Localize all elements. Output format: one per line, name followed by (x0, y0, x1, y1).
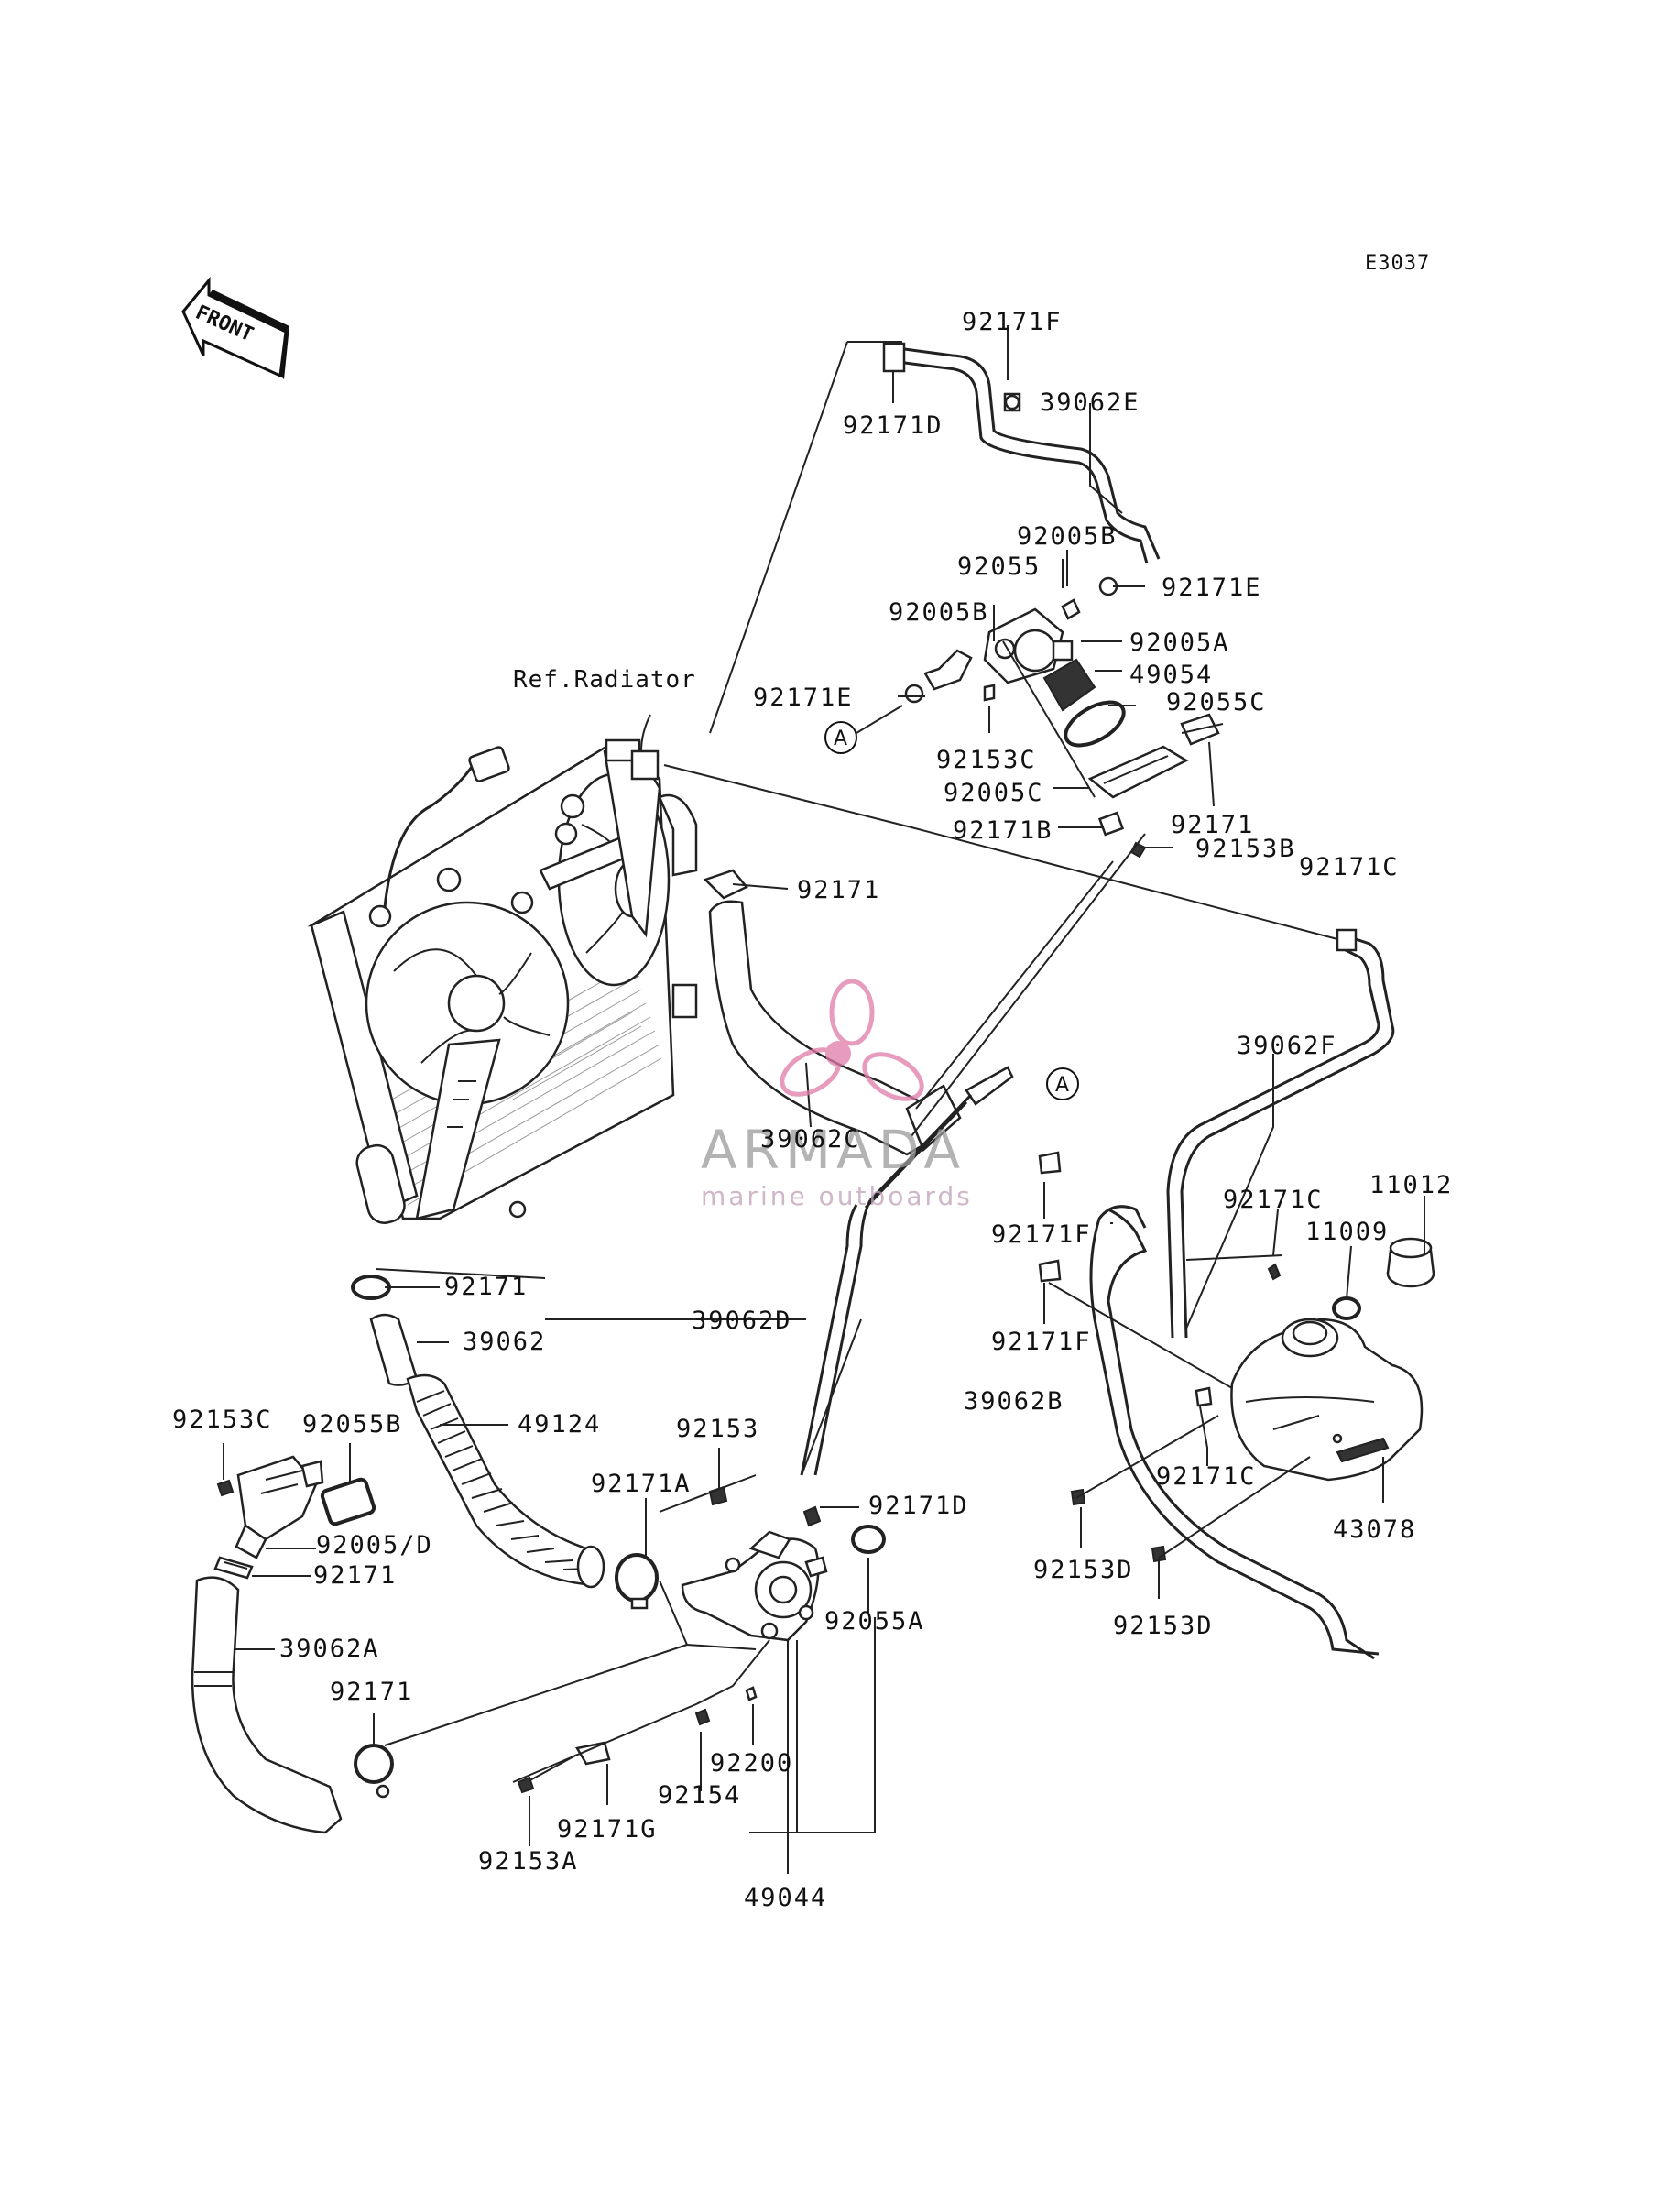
label-11009: 11009 (1305, 1218, 1389, 1246)
label-92171c-b: 92171C (1156, 1462, 1257, 1491)
label-92171d-m: 92171D (868, 1492, 969, 1520)
label-92055a: 92055A (824, 1607, 925, 1636)
hose-39062f (1180, 933, 1395, 1339)
reservoir-tank (1230, 1318, 1424, 1482)
label-92171-l2: 92171 (313, 1561, 397, 1590)
svg-text:A: A (1055, 1074, 1069, 1097)
label-92153c-l: 92153C (172, 1406, 273, 1434)
label-92005a: 92005A (1129, 629, 1230, 657)
label-92005b-a: 92005B (1017, 522, 1118, 551)
label-39062b: 39062B (964, 1387, 1064, 1416)
label-92005c: 92005C (944, 779, 1044, 807)
label-92153d-r: 92153D (1113, 1612, 1214, 1640)
label-92171-mid: 92171 (797, 876, 880, 904)
label-92171c-m: 92171C (1223, 1186, 1324, 1214)
label-43078: 43078 (1333, 1515, 1416, 1544)
armada-logo-icon (780, 979, 924, 1101)
gasket-92055b (320, 1477, 376, 1526)
gasket-11009 (1332, 1296, 1361, 1320)
hose-39062a (191, 1576, 343, 1834)
label-92171f-m2: 92171F (991, 1328, 1092, 1356)
label-92171d-top: 92171D (843, 411, 944, 440)
diagram-code: E3037 (1365, 252, 1430, 275)
watermark: ARMADA marine outboards (701, 979, 973, 1211)
label-92005d: 92005/D (316, 1531, 433, 1559)
connector-a-top: A (824, 721, 857, 754)
label-11012: 11012 (1369, 1171, 1453, 1199)
label-39062a: 39062A (279, 1635, 380, 1663)
svg-text:A: A (834, 728, 847, 750)
label-92153a: 92153A (478, 1847, 579, 1876)
label-92171-tr: 92171 (1171, 811, 1254, 839)
label-39062e: 39062E (1040, 388, 1140, 417)
label-92005b-b: 92005B (889, 598, 989, 627)
cap-11012 (1386, 1237, 1435, 1288)
thermostat-housing (904, 576, 1220, 859)
label-92055c: 92055C (1166, 688, 1267, 717)
watermark-tagline: marine outboards (701, 1181, 973, 1211)
label-49124: 49124 (518, 1410, 601, 1439)
leader-lines (223, 325, 1425, 1874)
hose-39062b (1089, 1205, 1380, 1660)
hose-39062 (369, 1313, 419, 1386)
label-39062f: 39062F (1237, 1032, 1337, 1060)
label-92154: 92154 (658, 1781, 741, 1810)
label-92171-l: 92171 (444, 1273, 528, 1301)
o-ring-92055a (851, 1525, 886, 1554)
label-92153: 92153 (676, 1415, 759, 1443)
hose-49124 (406, 1373, 605, 1589)
label-92055b: 92055B (302, 1410, 403, 1439)
label-92153d-l: 92153D (1033, 1556, 1134, 1584)
label-92200: 92200 (710, 1749, 793, 1778)
water-pump (681, 1505, 828, 1642)
label-92171e-r: 92171E (1162, 574, 1262, 602)
label-92171-b: 92171 (330, 1678, 413, 1706)
label-39062d: 39062D (692, 1307, 792, 1335)
label-92171f-top: 92171F (962, 308, 1063, 336)
label-92153c-top: 92153C (936, 746, 1037, 774)
label-92055: 92055 (957, 552, 1041, 581)
connector-a-mid: A (1046, 1067, 1079, 1100)
housing-92005d (235, 1455, 324, 1559)
label-39062: 39062 (463, 1328, 546, 1356)
label-49044: 49044 (744, 1884, 827, 1912)
label-92171a: 92171A (591, 1470, 692, 1498)
hose-39062d (965, 1066, 1014, 1106)
hose-39062e (897, 346, 1161, 560)
radiator-assembly (307, 714, 698, 1224)
label-92171g: 92171G (557, 1815, 658, 1843)
part-labels: 92171F 39062E 92171D 92005B 92055 92171E… (172, 308, 1453, 1912)
watermark-brand: ARMADA (701, 1119, 965, 1181)
label-92171e-l: 92171E (753, 684, 854, 712)
ref-radiator-label: Ref.Radiator (513, 666, 696, 694)
front-arrow-icon: FRONT (181, 276, 289, 379)
label-39062c: 39062C (760, 1125, 861, 1154)
label-92171c-top: 92171C (1299, 853, 1400, 881)
label-92171f-m1: 92171F (991, 1220, 1092, 1249)
label-49054: 49054 (1129, 661, 1213, 689)
label-92153b: 92153B (1195, 835, 1296, 863)
label-92171b: 92171B (953, 816, 1053, 845)
